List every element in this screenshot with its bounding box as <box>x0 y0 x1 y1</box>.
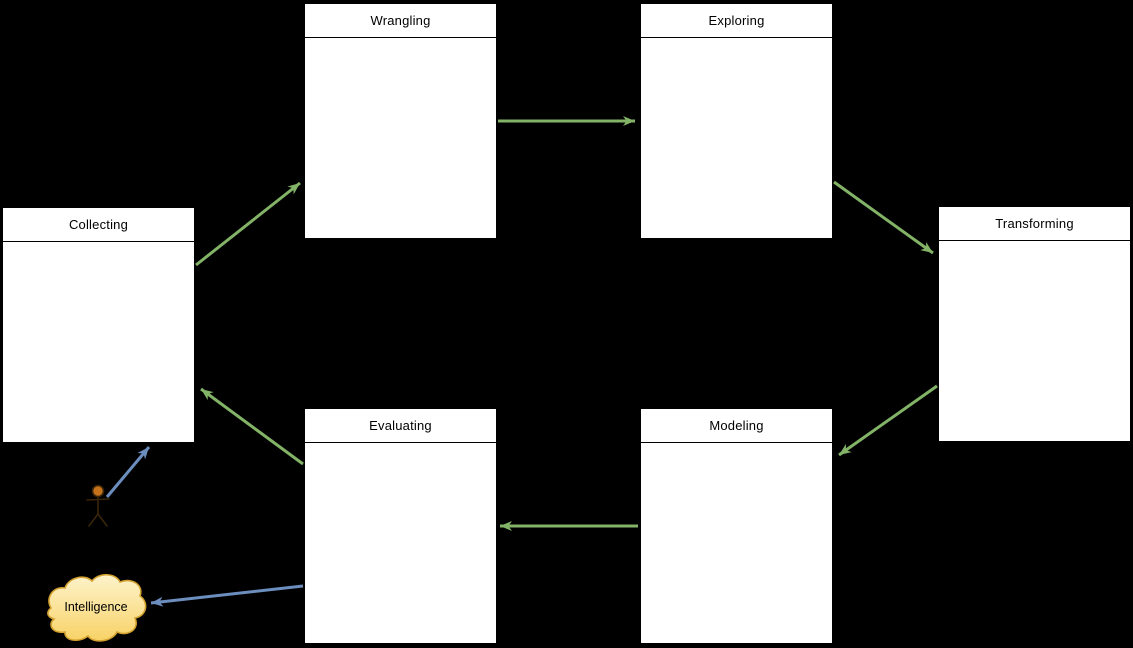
actor-leg-left <box>88 513 99 527</box>
edge-evaluating-collecting <box>200 387 304 466</box>
edge-collecting-wrangling <box>195 181 301 267</box>
edge-actor-collecting <box>105 446 151 498</box>
node-wrangling-title: Wrangling <box>305 4 496 38</box>
node-transforming-body <box>939 241 1130 441</box>
node-collecting-body <box>3 242 194 442</box>
edge-evaluating-intelligence <box>150 584 304 607</box>
node-evaluating-body <box>305 443 496 643</box>
actor-head <box>91 484 105 498</box>
stick-figure-icon[interactable] <box>86 484 110 527</box>
cloud-label: Intelligence <box>64 600 127 614</box>
node-exploring-body <box>641 38 832 238</box>
cloud-shape <box>47 573 147 642</box>
node-transforming-title: Transforming <box>939 207 1130 241</box>
node-modeling-body <box>641 443 832 643</box>
node-collecting[interactable]: Collecting <box>2 207 195 443</box>
node-exploring[interactable]: Exploring <box>640 3 833 239</box>
edge-exploring-transforming <box>833 180 934 255</box>
cloud-icon[interactable]: Intelligence <box>47 573 147 642</box>
node-exploring-title: Exploring <box>641 4 832 38</box>
node-evaluating-title: Evaluating <box>305 409 496 443</box>
node-collecting-title: Collecting <box>3 208 194 242</box>
node-wrangling[interactable]: Wrangling <box>304 3 497 239</box>
node-evaluating[interactable]: Evaluating <box>304 408 497 644</box>
node-transforming[interactable]: Transforming <box>938 206 1131 442</box>
actor-arms <box>86 498 110 501</box>
actor-leg-right <box>97 513 108 527</box>
node-wrangling-body <box>305 38 496 238</box>
edge-transforming-modeling <box>838 384 938 457</box>
node-modeling-title: Modeling <box>641 409 832 443</box>
node-modeling[interactable]: Modeling <box>640 408 833 644</box>
